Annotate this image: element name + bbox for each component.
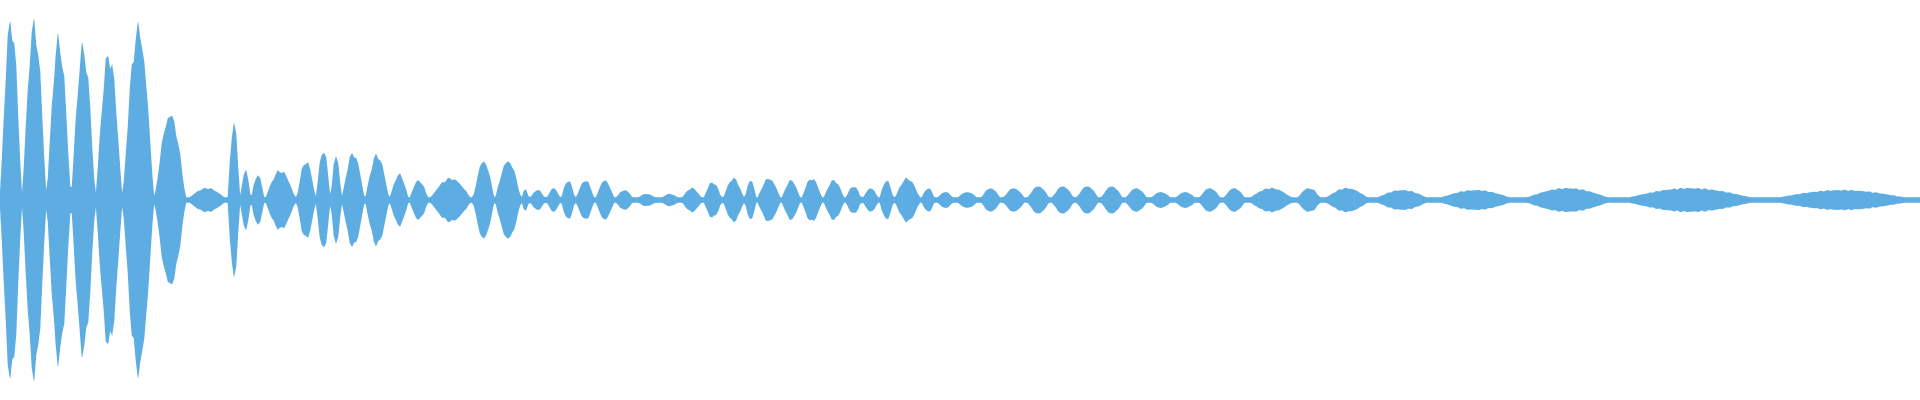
waveform-path: [0, 19, 1920, 381]
